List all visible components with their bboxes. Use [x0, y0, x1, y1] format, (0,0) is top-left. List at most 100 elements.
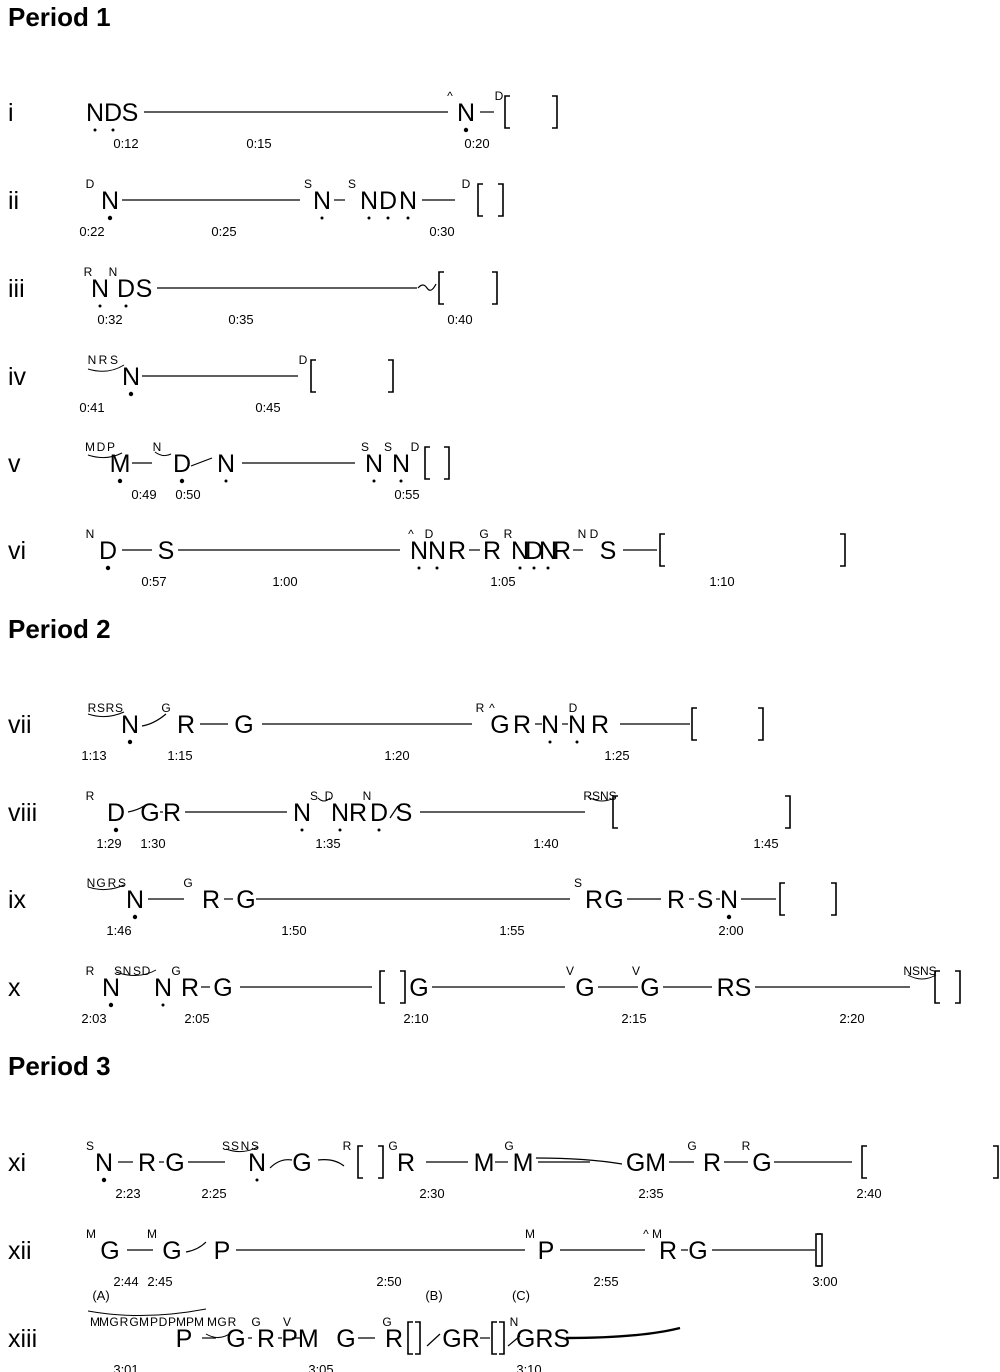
bracket-open — [438, 271, 444, 305]
bracket-open — [477, 183, 483, 217]
note-letter: R — [397, 1149, 415, 1177]
note-dot — [726, 914, 732, 920]
note-letter: G — [604, 886, 623, 914]
note-dot — [108, 1002, 114, 1008]
grace-note: M — [525, 1227, 535, 1241]
note-letter: P — [214, 1237, 231, 1265]
grace-note: D — [495, 89, 504, 103]
grace-note: V — [283, 1315, 291, 1329]
note-letter: P — [538, 1237, 555, 1265]
note-letter: N — [95, 1149, 113, 1177]
timestamp: 0:15 — [246, 136, 271, 151]
bracket-open — [659, 533, 665, 567]
timestamp: 1:20 — [384, 748, 409, 763]
note-letter: R — [448, 537, 466, 565]
timestamp: 1:40 — [533, 836, 558, 851]
grace-note: M — [207, 1315, 217, 1329]
note-letter: R — [177, 711, 195, 739]
timestamp: 0:25 — [211, 224, 236, 239]
note-letter: G — [640, 974, 659, 1002]
note-dot — [93, 128, 97, 132]
note-letter: R — [385, 1325, 403, 1353]
grace-note: M — [194, 1315, 204, 1329]
timestamp: 2:44 — [113, 1274, 138, 1289]
note-letter: N — [365, 450, 383, 478]
timestamp: 1:55 — [499, 923, 524, 938]
note-dot — [105, 565, 111, 571]
note-letter: D — [117, 275, 135, 303]
note-dot — [338, 828, 342, 832]
grace-note: G — [251, 1315, 260, 1329]
note-letter: G — [213, 974, 232, 1002]
note-letter: R — [659, 1237, 677, 1265]
note-dot — [117, 478, 123, 484]
grace-note: R — [108, 876, 117, 890]
note-letter: G — [162, 1237, 181, 1265]
grace-note: N — [109, 265, 118, 279]
row-label: x — [8, 974, 21, 1002]
note-letter: N — [360, 187, 378, 215]
timestamp: 1:46 — [106, 923, 131, 938]
grace-note: V — [632, 964, 640, 978]
note-dot — [320, 216, 324, 220]
slur-arc — [269, 1159, 293, 1169]
section-marker: (A) — [92, 1288, 109, 1303]
note-letter: D — [99, 537, 117, 565]
bracket-open — [691, 707, 697, 741]
timestamp: 2:05 — [184, 1011, 209, 1026]
grace-note: D — [142, 964, 151, 978]
slur-dash — [190, 457, 213, 467]
bracket-close — [785, 795, 791, 829]
row-label: v — [8, 450, 21, 478]
note-letter: D — [173, 450, 191, 478]
timestamp: 3:00 — [812, 1274, 837, 1289]
note-letter: S — [600, 537, 617, 565]
note-dot — [113, 827, 119, 833]
note-letter: G — [292, 1149, 311, 1177]
slur-arc — [535, 1157, 623, 1165]
bracket-close — [444, 446, 450, 480]
row-label: ii — [8, 187, 19, 215]
grace-note: R — [99, 353, 108, 367]
note-letter: S — [136, 275, 153, 303]
note-dot — [128, 391, 134, 397]
note-dot — [101, 1177, 107, 1183]
grace-note: S — [86, 1139, 94, 1153]
note-dot — [406, 216, 410, 220]
timestamp: 2:10 — [403, 1011, 428, 1026]
grace-note: G — [687, 1139, 696, 1153]
note-letter: PM — [281, 1325, 319, 1353]
row-label: xii — [8, 1237, 32, 1265]
note-letter: N — [293, 799, 311, 827]
row-label: i — [8, 99, 14, 127]
note-dot — [575, 740, 579, 744]
grace-note: G — [96, 876, 105, 890]
timestamp: 0:49 — [131, 487, 156, 502]
note-letter: M — [474, 1149, 495, 1177]
grace-note: D — [97, 440, 106, 454]
grace-note: G — [129, 1315, 138, 1329]
note-letter: G — [688, 1237, 707, 1265]
slur-arc — [87, 884, 125, 891]
grace-note: N — [123, 964, 132, 978]
timestamp: 2:50 — [376, 1274, 401, 1289]
grace-note: N — [86, 527, 95, 541]
note-letter: R — [591, 711, 609, 739]
note-dot — [111, 128, 115, 132]
note-letter: D — [379, 187, 397, 215]
note-letter: N — [457, 99, 475, 127]
note-dot — [463, 127, 469, 133]
note-letter: N — [126, 886, 144, 914]
grace-note: S — [110, 353, 118, 367]
note-dot — [124, 304, 128, 308]
slur-arc — [87, 364, 125, 372]
grace-note: R — [343, 1139, 352, 1153]
note-letter: R — [667, 886, 685, 914]
timestamp: 1:00 — [272, 574, 297, 589]
grace-note: G — [217, 1315, 226, 1329]
timestamp: 0:30 — [429, 224, 454, 239]
